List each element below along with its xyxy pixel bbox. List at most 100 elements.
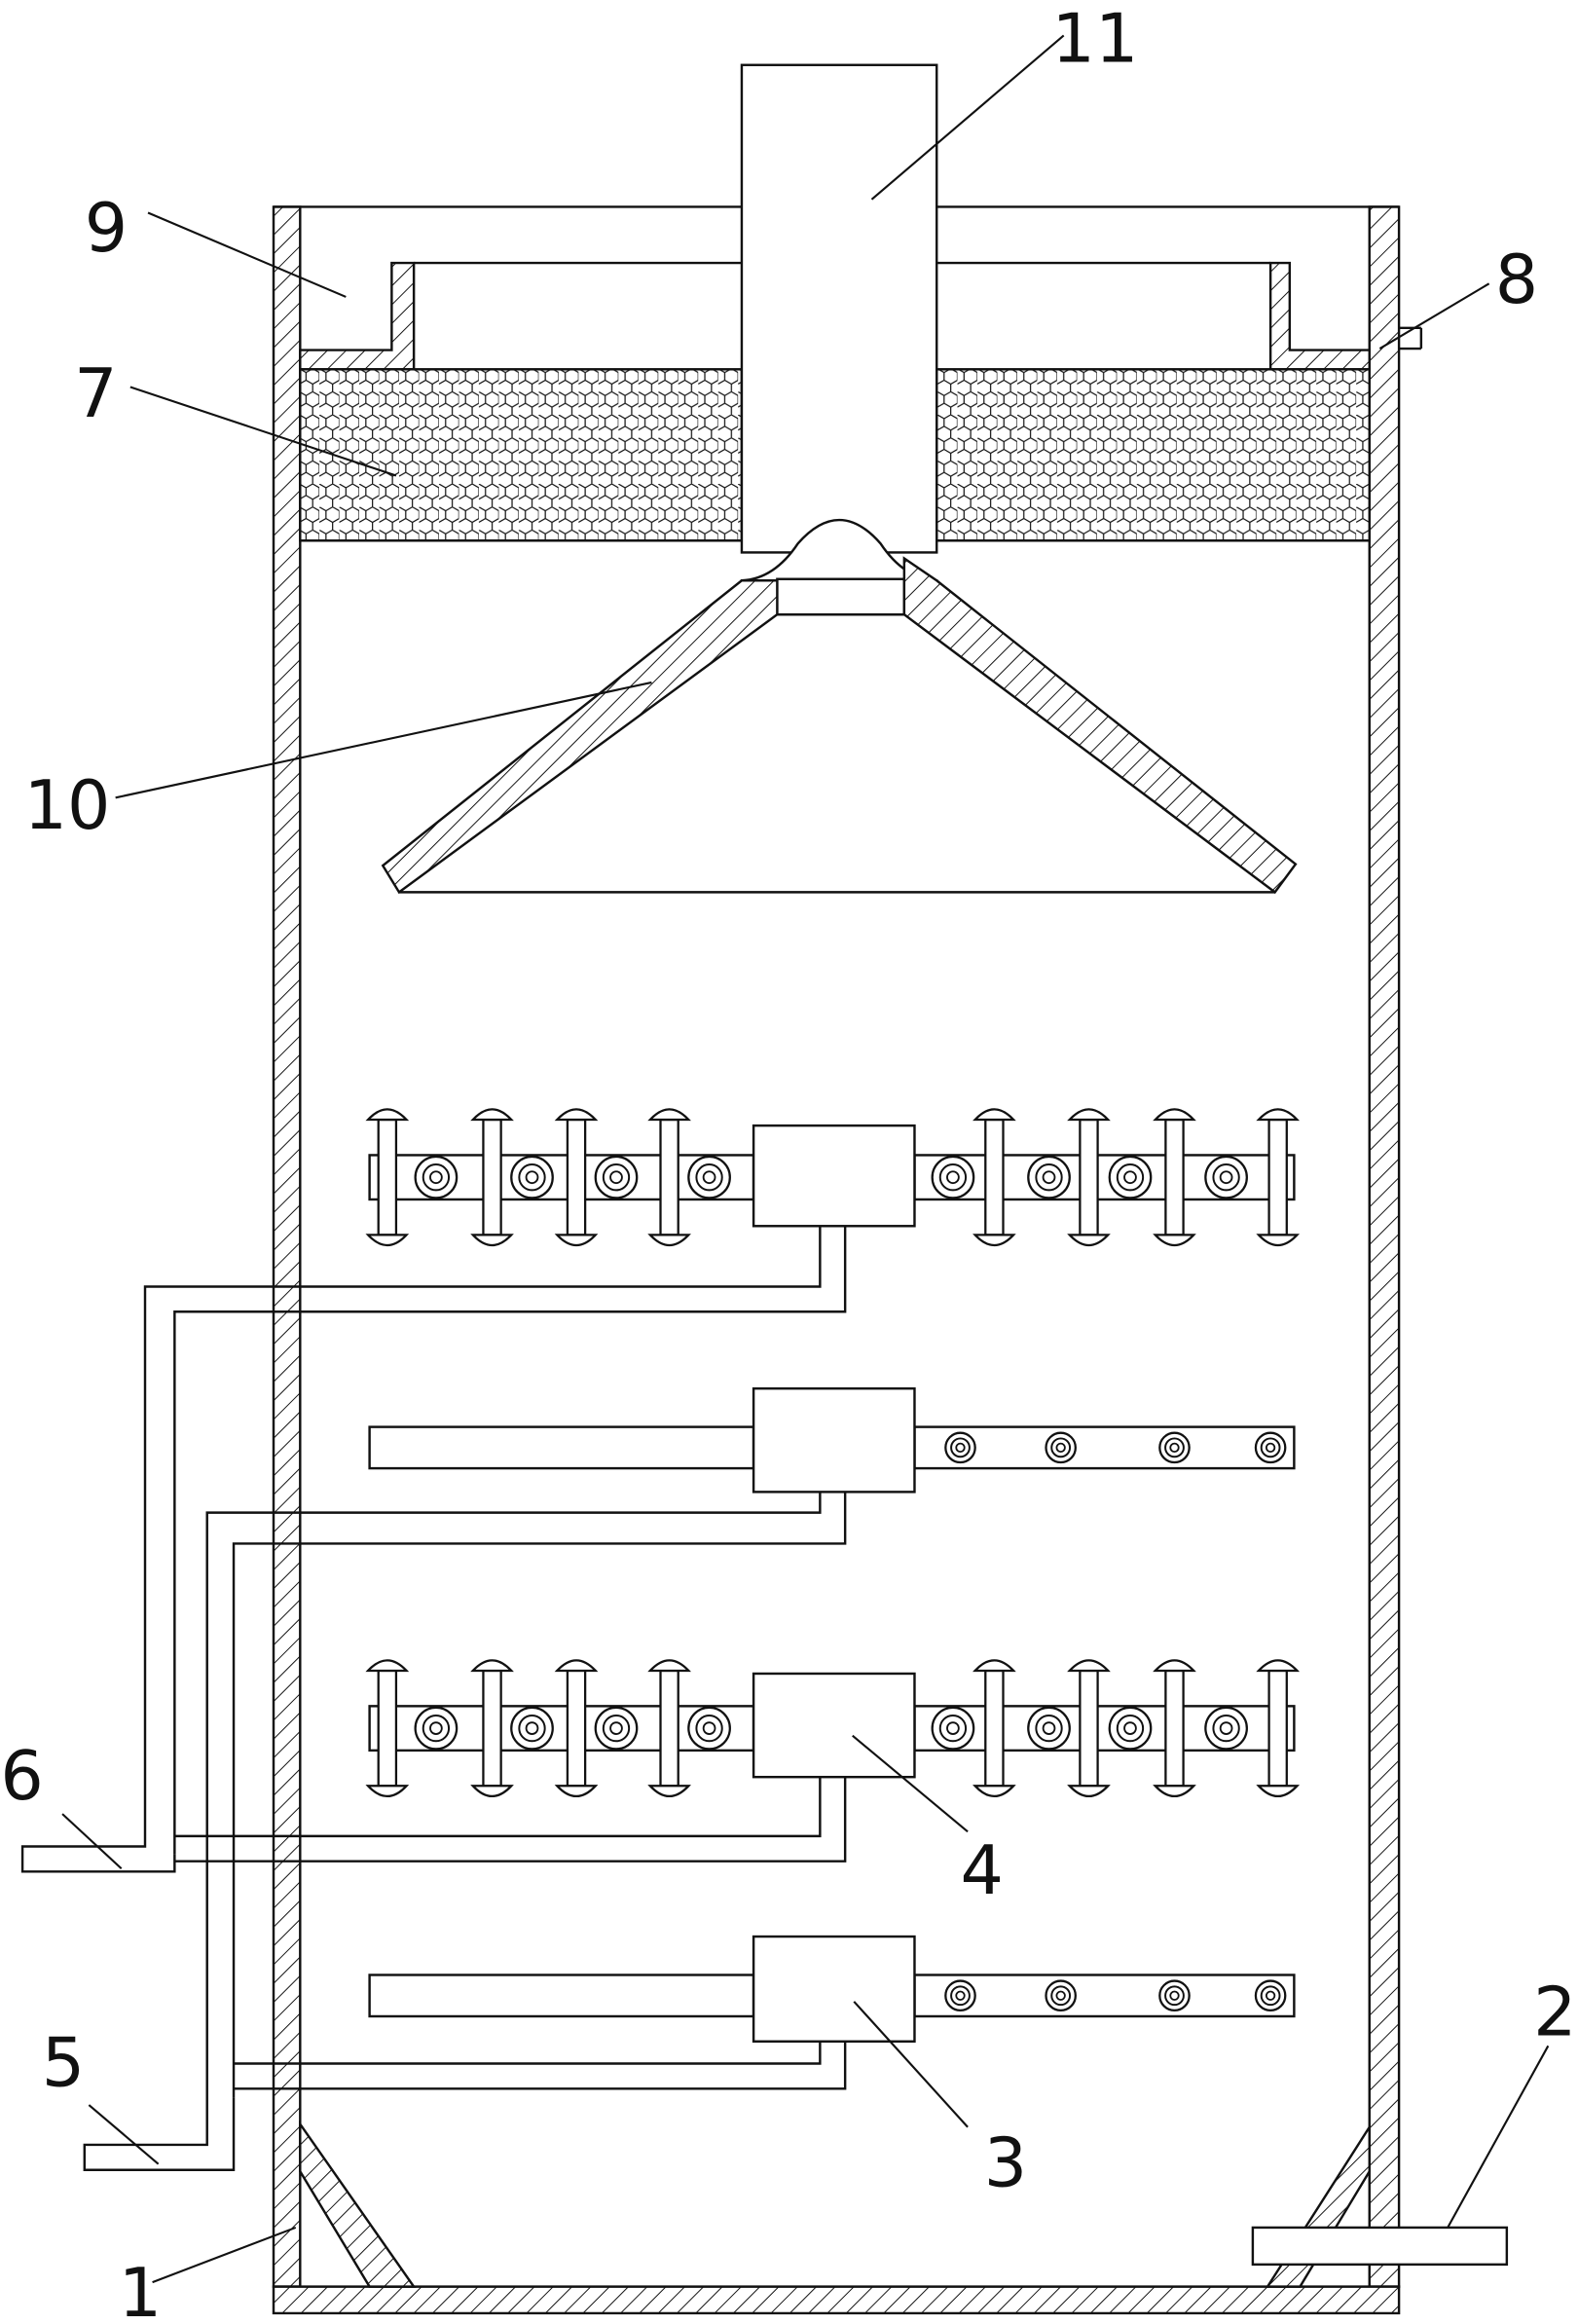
nozzle-cap-bottom [365, 1234, 410, 1247]
roller-middle [518, 1714, 546, 1743]
roller-inner [1219, 1721, 1233, 1735]
roller-inner [946, 1170, 960, 1185]
roller-inner [525, 1721, 539, 1735]
nozzle-stem [659, 1118, 679, 1236]
hood-right-skirt [902, 556, 1298, 895]
roller-outer [1158, 1979, 1191, 2012]
nozzle-cap-top [1153, 1659, 1196, 1673]
spray-assembly-level3 [365, 1659, 1301, 1798]
spray-arm-left-lower [368, 1974, 755, 2018]
roller-outer [1158, 1431, 1191, 1464]
spray-assembly-level2 [368, 1386, 1296, 1494]
nozzle-cap-top [1067, 1659, 1111, 1673]
roller-middle [518, 1163, 546, 1192]
roller-middle [695, 1714, 723, 1743]
roller-inner [1042, 1721, 1056, 1735]
tube-body [740, 63, 938, 554]
roller-row-upper [414, 1155, 1248, 1199]
nozzle-cap-bottom [1153, 1785, 1196, 1798]
roller-outer [414, 1155, 459, 1199]
roller-inner [429, 1170, 443, 1185]
label-6: 6 [0, 1737, 43, 1816]
nozzle-row-upper [365, 1108, 1301, 1247]
roller-inner [1123, 1721, 1137, 1735]
nozzle-cap-top [554, 1659, 599, 1673]
roller-inner [702, 1721, 716, 1735]
chamber-step-right [1268, 261, 1371, 371]
label-5: 5 [42, 2023, 85, 2102]
hood-left-skirt [381, 579, 779, 895]
roller-middle [1164, 1437, 1185, 1458]
nozzle-cap-top [647, 1108, 691, 1122]
roller-inner [609, 1721, 623, 1735]
roller-middle [1212, 1714, 1240, 1743]
nozzle-stem [984, 1669, 1005, 1788]
roller-inner [702, 1170, 716, 1185]
roller-outer [510, 1155, 554, 1199]
label-4: 4 [960, 1831, 1003, 1910]
roller-inner [1169, 1990, 1180, 2001]
label-1: 1 [119, 2254, 162, 2319]
distribution-box-lower [752, 1935, 916, 2043]
label-11: 11 [1052, 0, 1139, 79]
roller-middle [1035, 1714, 1063, 1743]
nozzle-stem [659, 1669, 679, 1788]
nozzle-cap-top [972, 1659, 1016, 1673]
nozzle-cap-top [972, 1108, 1016, 1122]
roller-inner [946, 1721, 960, 1735]
nozzle-row-l3 [365, 1659, 1301, 1798]
central-tube [740, 63, 938, 616]
distribution-box-l3 [752, 1672, 916, 1779]
roller-outer [944, 1431, 976, 1464]
roller-middle [1212, 1163, 1240, 1192]
roller-middle [1116, 1163, 1145, 1192]
label-9: 9 [85, 189, 128, 268]
inlet-pipe-6 [20, 1226, 847, 1873]
nozzle-cap-top [1067, 1108, 1111, 1122]
roller-middle [938, 1714, 968, 1743]
distribution-box-upper [752, 1124, 916, 1228]
shell-left-wall [272, 205, 302, 2288]
roller-row-l2 [944, 1431, 1287, 1464]
roller-middle [1260, 1985, 1281, 2007]
roller-outer [931, 1155, 975, 1199]
roller-outer [687, 1155, 731, 1199]
nozzle-cap-bottom [1256, 1785, 1301, 1798]
roller-middle [695, 1163, 723, 1192]
nozzle-cap-bottom [1067, 1234, 1111, 1247]
nozzle-stem [1079, 1669, 1099, 1788]
roller-inner [609, 1170, 623, 1185]
nozzle-cap-top [365, 1108, 410, 1122]
roller-inner [1265, 1442, 1276, 1454]
shell-right-wall [1368, 205, 1401, 2288]
nozzle-cap-bottom [647, 1234, 691, 1247]
roller-inner [1042, 1170, 1056, 1185]
roller-inner [1055, 1990, 1066, 2001]
nozzle-stem [984, 1118, 1005, 1236]
roller-outer [1204, 1706, 1248, 1751]
label-3: 3 [984, 2123, 1027, 2202]
nozzle-cap-top [1256, 1659, 1301, 1673]
roller-outer [1254, 1431, 1287, 1464]
roller-outer [510, 1706, 554, 1751]
nozzle-cap-top [554, 1108, 599, 1122]
nozzle-stem [1267, 1118, 1288, 1236]
roller-outer [687, 1706, 731, 1751]
nozzle-stem [1164, 1118, 1185, 1236]
leader-lines [61, 34, 1550, 2284]
nozzle-cap-bottom [1153, 1234, 1196, 1247]
roller-outer [1108, 1706, 1153, 1751]
nozzle-stem [1079, 1118, 1099, 1236]
conical-hood [381, 556, 1298, 895]
roller-outer [414, 1706, 459, 1751]
roller-middle [950, 1985, 971, 2007]
roller-middle [1035, 1163, 1063, 1192]
nozzle-cap-bottom [1067, 1785, 1111, 1798]
nozzle-stem [482, 1118, 502, 1236]
roller-row-lower [944, 1979, 1287, 2012]
packing-right [936, 368, 1371, 542]
label-8: 8 [1495, 240, 1538, 319]
roller-middle [1164, 1985, 1185, 2007]
nozzle-cap-top [1256, 1108, 1301, 1122]
